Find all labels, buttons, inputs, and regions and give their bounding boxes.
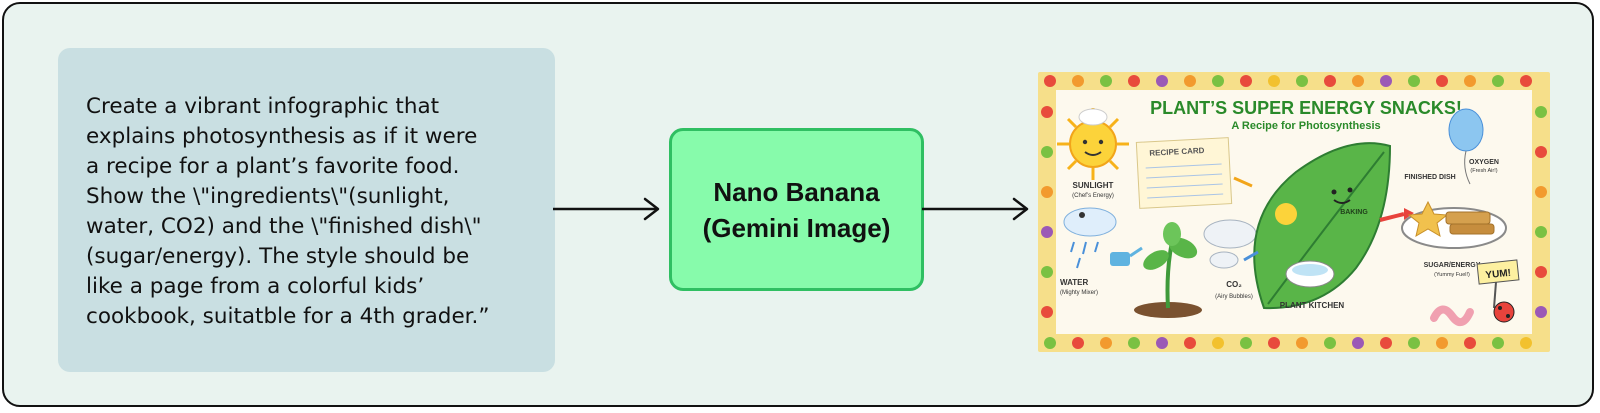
sugar-energy-sublabel: (Yummy Fuel!) <box>1434 272 1470 278</box>
seedling-icon <box>1134 222 1202 318</box>
model-box: Nano Banana (Gemini Image) <box>669 128 924 291</box>
prompt-text: Create a vibrant infographic that explai… <box>86 94 490 329</box>
co2-label: CO₂ <box>1226 280 1242 289</box>
recipe-card: RECIPE CARD <box>1135 137 1233 209</box>
plate-icon <box>1401 200 1507 249</box>
watering-can-icon <box>1110 246 1143 266</box>
diagram-frame: Create a vibrant infographic that explai… <box>2 2 1594 407</box>
co2-sublabel: (Airy Bubbles) <box>1215 294 1253 300</box>
yum-sign: YUM! <box>1476 259 1520 309</box>
sunlight-label: SUNLIGHT <box>1073 181 1114 190</box>
sugar-energy-label: SUGAR/ENERGY <box>1424 262 1481 269</box>
sun-to-leaf-arrow <box>1233 176 1253 188</box>
water-sublabel: (Mighty Mixer) <box>1060 290 1098 296</box>
baking-label: BAKING <box>1340 209 1368 216</box>
co2-cloud-icon <box>1203 219 1257 269</box>
leaf-icon <box>1253 142 1392 310</box>
infographic-illustration: PLANT’S SUPER ENERGY SNACKS! A Recipe fo… <box>1038 72 1550 352</box>
arrow-model-to-image <box>922 197 1029 221</box>
yum-sign-text: YUM! <box>1485 268 1512 282</box>
finished-dish-label: FINISHED DISH <box>1404 174 1455 181</box>
sunlight-sublabel: (Chef’s Energy) <box>1072 193 1114 199</box>
sun-icon <box>1057 108 1129 180</box>
leaf-to-dish-arrow <box>1379 212 1405 222</box>
worm-icon <box>1430 305 1474 326</box>
oxygen-balloon-icon <box>1448 108 1484 185</box>
model-label: Nano Banana (Gemini Image) <box>702 176 891 243</box>
rain-cloud-icon <box>1063 207 1117 269</box>
plant-kitchen-label: PLANT KITCHEN <box>1280 301 1345 310</box>
recipe-card-label: RECIPE CARD <box>1149 146 1205 158</box>
veggie-border <box>1041 75 1547 349</box>
prompt-box: Create a vibrant infographic that explai… <box>58 48 555 372</box>
oxygen-label: OXYGEN <box>1469 159 1499 166</box>
oxygen-sublabel: (Fresh Air!) <box>1470 168 1497 174</box>
output-image: PLANT’S SUPER ENERGY SNACKS! A Recipe fo… <box>1038 72 1550 352</box>
ladybug-icon <box>1493 301 1515 323</box>
infographic-title: PLANT’S SUPER ENERGY SNACKS! <box>1150 98 1462 118</box>
infographic-subtitle: A Recipe for Photosynthesis <box>1231 120 1380 132</box>
water-label: WATER <box>1060 278 1089 287</box>
arrow-prompt-to-model <box>553 197 660 221</box>
